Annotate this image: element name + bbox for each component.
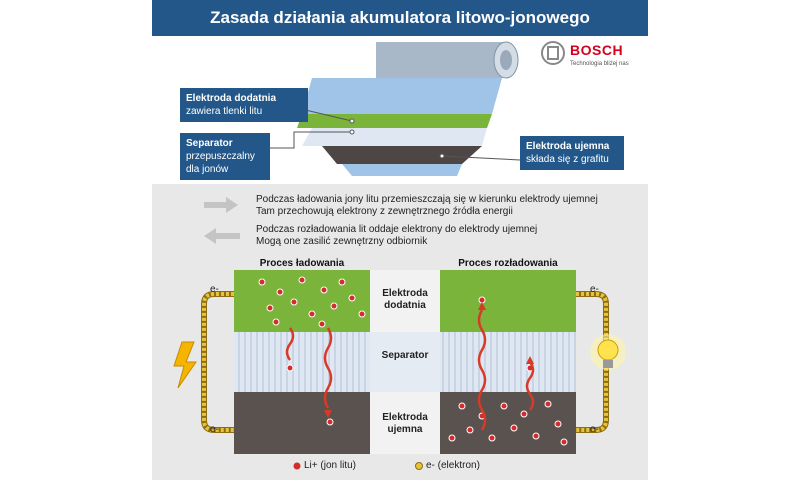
- ion-legend-icon: [293, 462, 301, 470]
- sheet-separator: [302, 128, 487, 146]
- legend-electron: e- (elektron): [426, 460, 480, 471]
- discharge-info-line2: Mogą one zasilić zewnętrzny odbiornik: [256, 236, 428, 247]
- brand-tagline: Technologia bliżej nas: [570, 61, 629, 67]
- bosch-logo-icon: [541, 41, 565, 65]
- label-negative-electrode: Elektroda ujemna składa się z grafitu: [520, 136, 624, 170]
- lightbulb-icon: [590, 334, 626, 370]
- electron-label-charge-top: e-: [210, 284, 219, 295]
- discharging-negative-layer: [440, 392, 576, 454]
- electron-legend-icon: [415, 462, 423, 470]
- charging-negative-layer: [234, 392, 370, 454]
- label-col-mid: [370, 332, 440, 392]
- discharging-title: Proces rozładowania: [458, 258, 558, 269]
- roll-body: [376, 42, 506, 78]
- arrow-right-icon: [204, 197, 238, 213]
- label-positive-title: Elektroda dodatnia: [186, 93, 277, 104]
- arrow-left-icon: [204, 228, 240, 244]
- charge-info: Podczas ładowania jony litu przemieszcza…: [256, 194, 598, 218]
- electron-label-discharge-bottom: e-: [590, 424, 599, 435]
- discharging-wave-1: [477, 309, 487, 431]
- charging-wave-2: [323, 327, 333, 409]
- leader-positive-dot: [349, 118, 355, 124]
- roll-core: [500, 50, 512, 70]
- leader-separator: [270, 131, 352, 149]
- leader-negative: [441, 155, 521, 161]
- layer-label-negative-2: ujemna: [387, 424, 423, 435]
- label-positive-electrode: Elektroda dodatnia zawiera tlenki litu: [180, 88, 308, 122]
- sheet-bottom-blue: [342, 164, 462, 176]
- label-separator-title: Separator: [186, 138, 233, 149]
- label-separator-desc1: przepuszczalny: [186, 151, 255, 162]
- sheet-top-blue: [302, 78, 502, 114]
- layer-label-negative: Elektroda ujemna: [370, 412, 440, 436]
- layer-label-positive: Elektroda dodatnia: [370, 288, 440, 312]
- title-bar: Zasada działania akumulatora litowo-jono…: [152, 0, 648, 36]
- discharging-separator-layer: [440, 332, 576, 392]
- discharging-positive-layer: [440, 270, 576, 332]
- label-positive-desc: zawiera tlenki litu: [186, 106, 263, 117]
- charging-separator-layer: [234, 332, 370, 392]
- layer-label-negative-1: Elektroda: [382, 412, 428, 423]
- charging-electron-dots: [202, 292, 234, 432]
- label-separator-desc2: dla jonów: [186, 164, 229, 175]
- leader-separator-dot: [349, 129, 355, 135]
- sheet-positive: [297, 114, 492, 128]
- charging-wave-1: [285, 327, 295, 361]
- infographic-panel: Zasada działania akumulatora litowo-jono…: [152, 0, 648, 480]
- charging-wave-arrowhead: [324, 410, 332, 418]
- charge-info-line2: Tam przechowują elektrony z zewnętrznego…: [256, 206, 513, 217]
- leader-negative-dot: [439, 153, 445, 159]
- discharge-info: Podczas rozładowania lit oddaje elektron…: [256, 224, 537, 248]
- lightning-icon: [173, 341, 197, 389]
- battery-roll-illustration: [270, 41, 521, 176]
- label-col-top: [370, 270, 440, 332]
- label-separator: Separator przepuszczalny dla jonów: [180, 133, 270, 180]
- discharging-wave-arrowhead-2: [526, 356, 534, 364]
- charging-title: Proces ładowania: [259, 258, 345, 269]
- charge-info-line1: Podczas ładowania jony litu przemieszcza…: [256, 194, 598, 205]
- brand-name: BOSCH: [570, 42, 624, 58]
- legend-ion: Li+ (jon litu): [304, 460, 356, 471]
- charging-ions: [258, 276, 366, 426]
- charging-electron-chain: [201, 291, 234, 433]
- brand-block: BOSCH Technologia bliżej nas: [540, 40, 640, 80]
- electron-label-discharge-top: e-: [590, 284, 599, 295]
- layer-label-positive-1: Elektroda: [382, 288, 428, 299]
- discharging-wave-2: [525, 361, 535, 411]
- discharge-info-line1: Podczas rozładowania lit oddaje elektron…: [256, 224, 538, 235]
- label-col-bottom: [370, 392, 440, 454]
- label-negative-desc: składa się z grafitu: [526, 154, 609, 165]
- layer-label-positive-2: dodatnia: [384, 300, 426, 311]
- discharging-wave-arrowhead-1: [478, 302, 486, 310]
- label-negative-title: Elektroda ujemna: [526, 141, 610, 152]
- layer-label-separator: Separator: [381, 350, 429, 361]
- electron-label-charge-bottom: e-: [210, 424, 219, 435]
- sheet-negative: [322, 146, 482, 164]
- cell-diagram: [173, 270, 626, 454]
- page-title: Zasada działania akumulatora litowo-jono…: [210, 8, 590, 27]
